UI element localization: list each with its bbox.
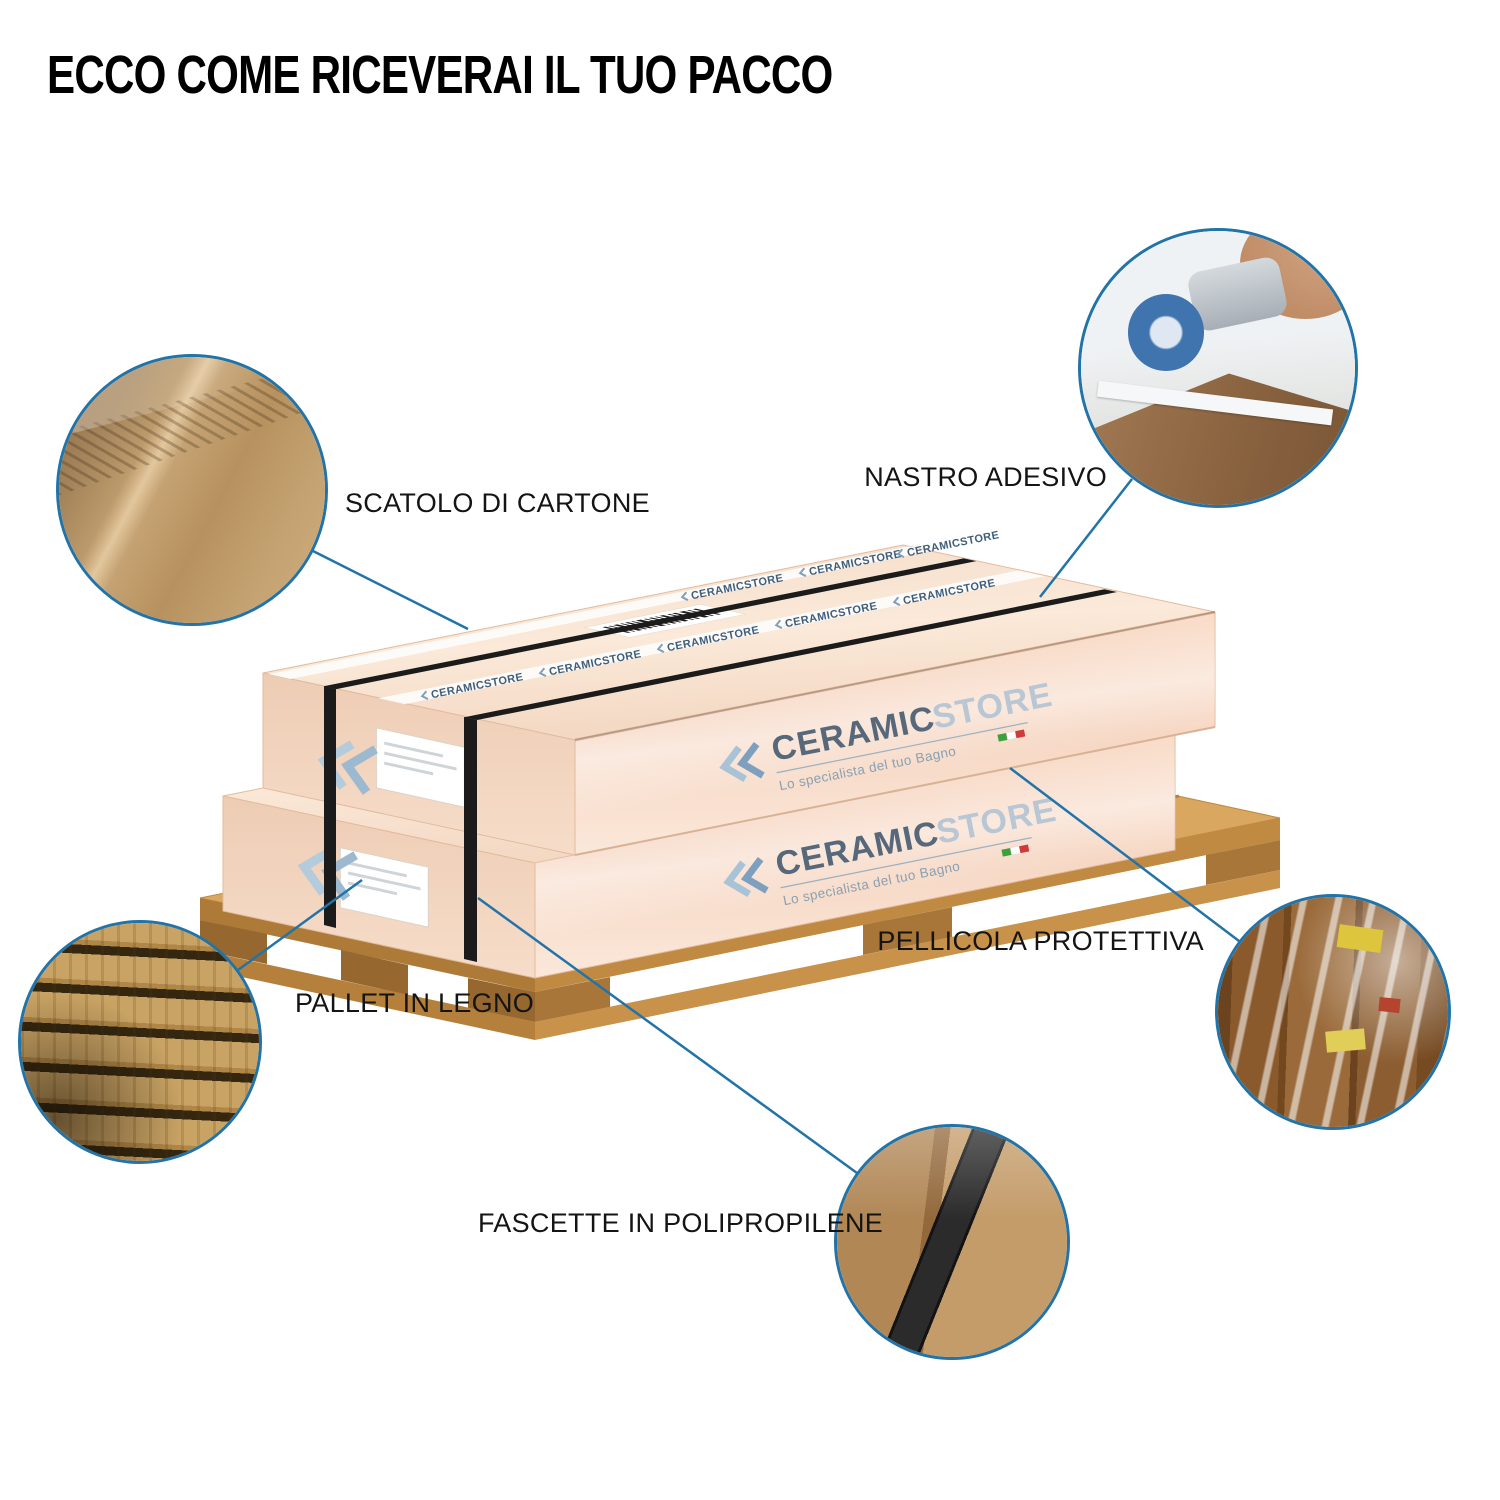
pallet-planks-photo bbox=[21, 923, 259, 1161]
tape-text: CERAMICSTORE bbox=[906, 529, 1000, 559]
photo-wooden-pallet bbox=[18, 920, 262, 1164]
top-face-details bbox=[268, 546, 1118, 721]
strap-vertical bbox=[324, 686, 336, 928]
pallet-block bbox=[468, 978, 535, 1022]
pallet-block bbox=[341, 950, 408, 995]
logo-chevron-icon bbox=[740, 857, 769, 894]
strap-vertical bbox=[464, 717, 477, 962]
italian-flag-icon bbox=[1001, 844, 1030, 857]
lower-box-end-label bbox=[339, 847, 429, 928]
photo-strap-on-box bbox=[834, 1124, 1070, 1360]
logo-chevron-icon bbox=[723, 860, 752, 898]
strap-top-band bbox=[464, 589, 1118, 721]
yellow-label bbox=[1325, 1028, 1367, 1053]
upper-carton-box bbox=[262, 544, 1216, 856]
label-fascette-in-polipropilene: FASCETTE IN POLIPROPILENE bbox=[478, 1208, 884, 1238]
connector-straps bbox=[477, 896, 858, 1175]
adhesive-tape-strip bbox=[268, 546, 931, 680]
logo-chevron-icon bbox=[719, 745, 748, 783]
film-sheen bbox=[535, 735, 1175, 978]
connector-film bbox=[1009, 767, 1240, 942]
photo-adhesive-tape bbox=[1078, 228, 1358, 508]
tape-roll bbox=[1127, 294, 1205, 371]
page-title: ECCO COME RICEVERAI IL TUO PACCO bbox=[47, 45, 833, 105]
wrapped-boxes-photo bbox=[1218, 897, 1448, 1127]
pallet-block bbox=[863, 907, 952, 955]
pallet-bottom-rail bbox=[535, 870, 1280, 1040]
red-label bbox=[1378, 997, 1401, 1014]
upper-box-end-label bbox=[375, 727, 465, 808]
label-pellicola-protettiva: PELLICOLA PROTETTIVA bbox=[877, 926, 1204, 956]
pallet-block bbox=[1206, 840, 1280, 885]
label-scatolo-di-cartone: SCATOLO DI CARTONE bbox=[345, 488, 650, 518]
photo-cardboard-box bbox=[56, 354, 328, 626]
label-pallet-in-legno: PALLET IN LEGNO bbox=[295, 988, 535, 1018]
connector-cardboard bbox=[312, 549, 469, 631]
adhesive-tape-strip bbox=[378, 570, 1045, 705]
polypropylene-straps bbox=[324, 686, 477, 962]
strap-top-band bbox=[323, 558, 977, 690]
label-nastro-adesivo: NASTRO ADESIVO bbox=[864, 462, 1107, 492]
film-sheen bbox=[575, 612, 1215, 855]
cardboard-corner-photo bbox=[59, 357, 325, 623]
italian-flag-icon bbox=[997, 729, 1026, 742]
photo-protective-film bbox=[1215, 894, 1451, 1130]
logo-chevron-icon bbox=[736, 742, 765, 779]
strap-corner-photo bbox=[837, 1127, 1067, 1357]
box-seam bbox=[574, 726, 1216, 856]
pallet-bottom-rail bbox=[200, 950, 535, 1040]
box-edge bbox=[574, 610, 1216, 742]
